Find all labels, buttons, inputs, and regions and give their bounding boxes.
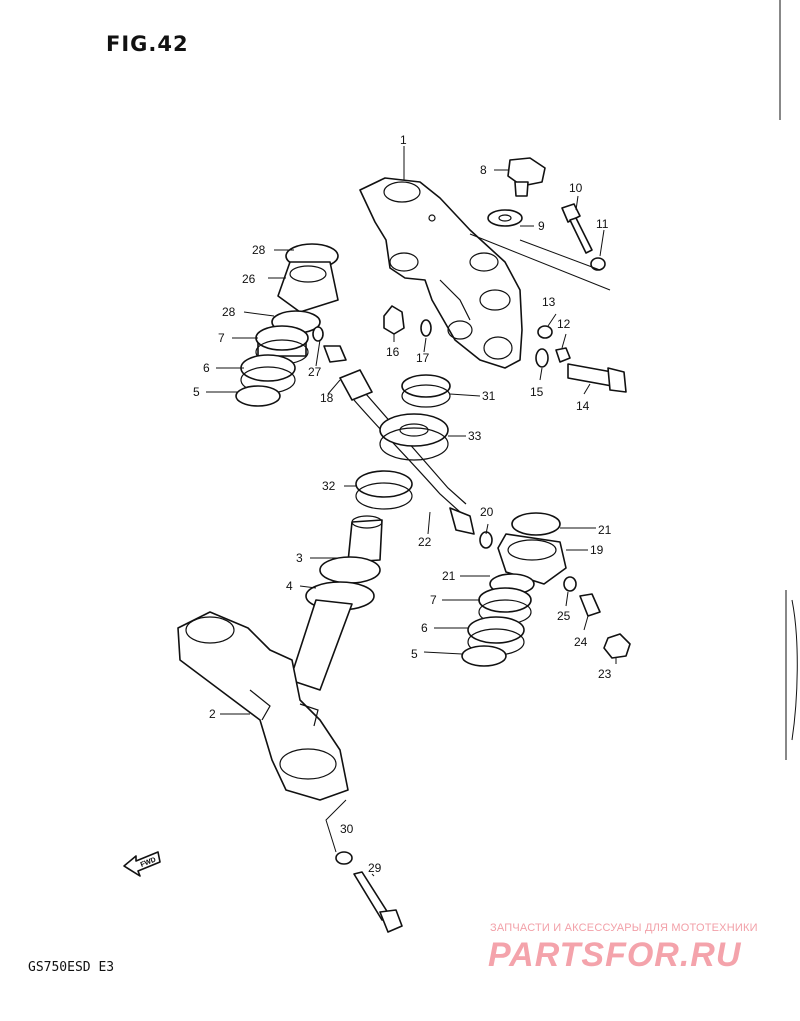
leader-lines [206, 146, 617, 877]
fitting-24 [579, 593, 601, 617]
bolt-29 [353, 871, 403, 933]
fitting-27 [312, 326, 347, 363]
callout-30: 30 [340, 822, 354, 836]
callout-7a: 7 [218, 331, 225, 345]
callout-23: 23 [598, 667, 612, 681]
callout-6a: 6 [203, 361, 210, 375]
callout-27: 27 [308, 365, 322, 379]
callout-8: 8 [480, 163, 487, 177]
callout-15: 15 [530, 385, 544, 399]
washer-20 [479, 531, 493, 549]
callout-13: 13 [542, 295, 556, 309]
callout-12: 12 [557, 317, 571, 331]
callout-9: 9 [538, 219, 545, 233]
callout-29: 29 [368, 861, 382, 875]
callout-11: 11 [596, 217, 609, 231]
callout-25: 25 [557, 609, 571, 623]
callout-10: 10 [569, 181, 583, 195]
bolt-10 [561, 203, 593, 254]
callout-17: 17 [416, 351, 430, 365]
callout-22: 22 [418, 535, 432, 549]
model-code: GS750ESD E3 [28, 960, 115, 975]
callout-3: 3 [296, 551, 303, 565]
watermark-tagline: ЗАПЧАСТИ И АКСЕССУАРЫ ДЛЯ МОТОТЕХНИКИ [490, 922, 758, 934]
callout-19: 19 [590, 543, 604, 557]
callout-26: 26 [242, 272, 256, 286]
fwd-arrow: FWD [123, 851, 161, 877]
bolt-8 [507, 157, 546, 197]
nut-12 [555, 347, 571, 363]
washer-25 [563, 576, 577, 592]
callout-31: 31 [482, 389, 496, 403]
callout-33: 33 [468, 429, 482, 443]
upper-bracket [359, 177, 523, 369]
figure-title: FIG.42 [106, 32, 189, 56]
lower-bearing-stack [461, 512, 567, 667]
callout-24: 24 [574, 635, 588, 649]
washer-15 [535, 348, 549, 368]
lower-bracket [177, 611, 349, 801]
watermark-logo: PARTSFOR.RU [488, 936, 742, 974]
callout-5b: 5 [411, 647, 418, 661]
seal-31 [401, 374, 451, 408]
callout-5a: 5 [193, 385, 200, 399]
callout-2: 2 [209, 707, 216, 721]
page-edge-marks [779, 0, 798, 760]
callout-1: 1 [400, 133, 407, 147]
upper-bearing-stack [235, 243, 339, 407]
callout-16: 16 [386, 345, 400, 359]
bolt-14 [567, 363, 627, 393]
cap-16 [383, 305, 405, 335]
washer-17 [420, 319, 432, 337]
callout-20: 20 [480, 505, 494, 519]
washer-13 [537, 325, 553, 339]
nut-23 [603, 633, 631, 659]
callout-21b: 21 [442, 569, 456, 583]
callout-32: 32 [322, 479, 336, 493]
callout-labels: 1 2 3 4 5 5 6 6 7 7 8 9 10 11 12 13 14 1… [193, 133, 612, 875]
callout-14: 14 [576, 399, 590, 413]
callout-4: 4 [286, 579, 293, 593]
seal-33 [379, 413, 449, 461]
washer-9 [487, 209, 523, 227]
callout-7b: 7 [430, 593, 437, 607]
seal-32 [355, 470, 413, 510]
washer-11 [590, 257, 606, 271]
callout-28b: 28 [222, 305, 236, 319]
callout-6b: 6 [421, 621, 428, 635]
steering-stem [289, 515, 383, 691]
callout-21a: 21 [598, 523, 612, 537]
callout-28a: 28 [252, 243, 266, 257]
callout-18: 18 [320, 391, 334, 405]
washer-30 [335, 851, 353, 865]
